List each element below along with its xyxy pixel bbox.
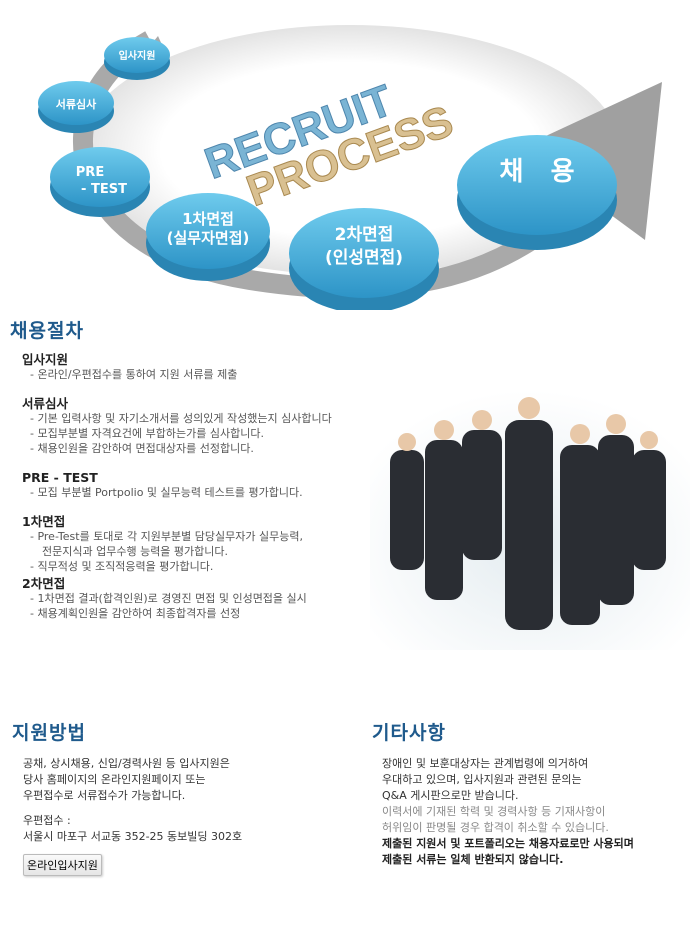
etc-heading: 기타사항 [372, 722, 446, 744]
svg-text:PRE: PRE [76, 165, 104, 180]
svg-text:1차면접: 1차면접 [182, 210, 234, 228]
svg-text:채 용: 채 용 [500, 157, 575, 187]
step-line: - Pre-Test를 토대로 각 지원부분별 담당실무자가 실무능력, [30, 530, 303, 543]
step-line: - 기본 입력사항 및 자기소개서를 성의있게 작성했는지 심사합니다 [30, 412, 332, 425]
apply-heading: 지원방법 [12, 722, 86, 744]
step-line: - 직무적성 및 조직적응력을 평가합니다. [30, 560, 214, 573]
step-line: - 모집 부분별 Portpolio 및 실무능력 테스트를 평가합니다. [30, 486, 303, 499]
process-steps: 입사지원 - 온라인/우편접수를 통하여 지원 서류를 제출 서류심사 - 기본… [22, 352, 422, 621]
etc-line: Q&A 게시판으로만 받습니다. [382, 789, 519, 802]
step-line: 전문지식과 업무수행 능력을 평가합니다. [42, 545, 229, 558]
svg-text:(인성면접): (인성면접) [325, 248, 403, 268]
step-disk-pretest: PRE - TEST [50, 147, 150, 217]
step-disk-interview2: 2차면접 (인성면접) [289, 208, 439, 310]
etc-bold-line: 제출된 서류는 일체 반환되지 않습니다. [382, 853, 564, 866]
svg-text:2차면접: 2차면접 [335, 225, 394, 245]
step-line: - 채용인원을 감안하여 면접대상자를 선정합니다. [30, 442, 254, 455]
svg-text:(실무자면접): (실무자면접) [167, 229, 250, 247]
process-heading: 채용절차 [10, 320, 84, 342]
mail-label: 우편접수 : [23, 814, 71, 827]
step-title: 입사지원 [22, 352, 69, 367]
step-title: 서류심사 [22, 396, 69, 411]
etc-notice-line: 이력서에 기재된 학력 및 경력사항 등 기재사항이 [382, 805, 606, 818]
step-title: 1차면접 [22, 514, 66, 529]
apply-line: 당사 홈페이지의 온라인지원페이지 또는 [23, 773, 206, 786]
recruit-process-graphic: RECRUIT PROCESS 입사지원 서류심사 PRE - TEST 1차면… [38, 25, 662, 310]
apply-line: 공채, 상시채용, 신입/경력사원 등 입사지원은 [23, 757, 230, 770]
mail-address: 서울시 마포구 서교동 352-25 동보빌딩 302호 [23, 830, 243, 843]
step-title: 2차면접 [22, 576, 66, 591]
apply-line: 우편접수로 서류접수가 가능합니다. [23, 789, 186, 802]
step-disk-apply: 입사지원 [104, 37, 170, 80]
step-line: - 1차면접 결과(합격인원)로 경영진 면접 및 인성면접을 실시 [30, 592, 307, 605]
etc-bold-line: 제출된 지원서 및 포트폴리오는 채용자료로만 사용되며 [382, 837, 634, 850]
step-title: PRE - TEST [22, 470, 98, 485]
step-disk-hire: 채 용 [457, 135, 617, 250]
svg-text:- TEST: - TEST [81, 182, 127, 197]
apply-description: 공채, 상시채용, 신입/경력사원 등 입사지원은 당사 홈페이지의 온라인지원… [23, 756, 242, 845]
online-apply-button[interactable]: 온라인입사지원 [23, 854, 102, 876]
step-line: - 모집부분별 자격요건에 부합하는가를 심사합니다. [30, 427, 264, 440]
etc-notice-line: 허위임이 판명될 경우 합격이 취소할 수 있습니다. [382, 821, 609, 834]
etc-line: 우대하고 있으며, 입사지원과 관련된 문의는 [382, 773, 582, 786]
etc-description: 장애인 및 보훈대상자는 관계법령에 의거하여 우대하고 있으며, 입사지원과 … [382, 756, 634, 868]
svg-text:서류심사: 서류심사 [56, 97, 97, 111]
etc-line: 장애인 및 보훈대상자는 관계법령에 의거하여 [382, 757, 589, 770]
svg-text:입사지원: 입사지원 [119, 49, 156, 62]
staff-group-photo [370, 390, 690, 650]
step-line: - 채용계획인원을 감안하여 최종합격자를 선정 [30, 607, 241, 620]
step-line: - 온라인/우편접수를 통하여 지원 서류를 제출 [30, 368, 238, 381]
step-disk-document: 서류심사 [38, 81, 114, 133]
step-disk-interview1: 1차면접 (실무자면접) [146, 193, 270, 281]
